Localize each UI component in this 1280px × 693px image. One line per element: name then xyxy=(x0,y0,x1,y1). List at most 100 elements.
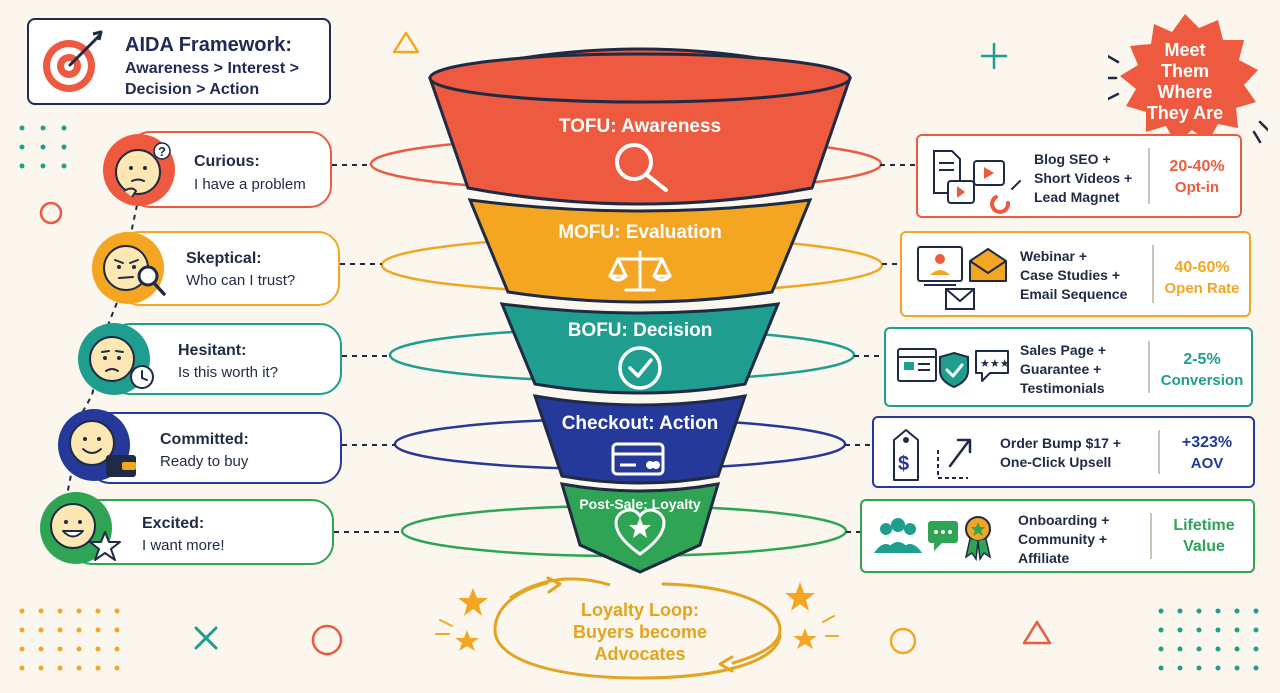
happy-face-wallet-icon xyxy=(58,409,136,481)
tactic-line: Onboarding + xyxy=(1018,512,1110,528)
stage-label-checkout: Checkout: Action xyxy=(561,413,719,434)
tactic-card-bofu: ★★★ Sales Page + Guarantee + Testimonial… xyxy=(884,327,1253,407)
magnifier-icon xyxy=(615,143,668,192)
metric-label: Open Rate xyxy=(1164,280,1240,297)
tactic-divider xyxy=(1148,148,1150,204)
tactic-metric: 40-60% Open Rate xyxy=(1156,257,1248,299)
dot-grid-left xyxy=(19,125,67,169)
persona-text: I have a problem xyxy=(194,176,306,193)
svg-text:?: ? xyxy=(158,144,166,159)
tactic-line: Guarantee + xyxy=(1020,361,1102,377)
persona-text: Who can I trust? xyxy=(186,272,296,289)
badge-line-2: Them xyxy=(1160,61,1209,81)
persona-card-committed: Committed: Ready to buy xyxy=(88,412,342,484)
tactic-line: Testimonials xyxy=(1020,380,1105,396)
funnel-stage-checkout xyxy=(532,394,748,485)
triangle-decoration-bottom xyxy=(1022,620,1052,645)
badge-text: Meet Them Where They Are xyxy=(1135,40,1235,124)
tactic-line: Affiliate xyxy=(1018,550,1070,566)
tactic-line: Webinar + xyxy=(1020,248,1088,264)
metric-value: 40-60% xyxy=(1174,259,1230,276)
framework-title: AIDA Framework: xyxy=(125,34,293,56)
tactic-divider xyxy=(1152,245,1154,303)
stage-label-tofu: TOFU: Awareness xyxy=(558,116,722,137)
tactic-line: Email Sequence xyxy=(1020,286,1128,302)
ring-decoration-bottom xyxy=(311,624,343,656)
tactic-line: One-Click Upsell xyxy=(1000,454,1112,470)
tactic-divider xyxy=(1150,513,1152,559)
tactic-line: Sales Page + xyxy=(1020,342,1107,358)
tactic-card-tofu: Blog SEO + Short Videos + Lead Magnet 20… xyxy=(916,134,1242,218)
tactic-metric: 20-40% Opt-in xyxy=(1154,156,1240,198)
plus-decoration xyxy=(980,42,1008,70)
funnel-stage-tofu xyxy=(428,47,852,206)
credit-card-icon xyxy=(611,442,665,476)
framework-subtitle: Awareness > Interest > Decision > Action xyxy=(125,58,299,100)
loyalty-loop-line-1: Loyalty Loop: xyxy=(581,600,699,620)
checkmark-icon xyxy=(618,346,662,390)
loyalty-loop-line-2: Buyers become xyxy=(572,622,708,642)
star-icon xyxy=(793,628,817,649)
tactic-metric: +323% AOV xyxy=(1162,432,1252,474)
framework-title-box: AIDA Framework: Awareness > Interest > D… xyxy=(27,18,331,105)
persona-text: Is this worth it? xyxy=(178,364,279,381)
webinar-email-icon xyxy=(917,246,1007,310)
content-video-magnet-icon xyxy=(933,150,1021,214)
tactic-metric: Lifetime Value xyxy=(1154,515,1254,557)
heart-star-icon xyxy=(614,508,666,556)
metric-label: Opt-in xyxy=(1174,179,1220,196)
framework-subtitle-line-1: Awareness > Interest > xyxy=(125,60,300,77)
sales-page-shield-review-icon: ★★★ xyxy=(897,348,1010,389)
metric-value: Lifetime xyxy=(1173,517,1235,534)
community-chat-award-icon xyxy=(874,516,992,562)
tactic-line: Short Videos + xyxy=(1034,170,1133,186)
persona-title: Committed: xyxy=(160,431,249,448)
tactic-text: Order Bump $17 + One-Click Upsell xyxy=(1000,434,1121,472)
tactic-line: Community + xyxy=(1018,531,1108,547)
tactic-divider xyxy=(1158,430,1160,474)
tactic-text: Blog SEO + Short Videos + Lead Magnet xyxy=(1034,150,1132,207)
persona-title: Excited: xyxy=(142,515,205,532)
metric-label: Value xyxy=(1183,538,1225,555)
tactic-line: Blog SEO + xyxy=(1034,151,1111,167)
tactic-card-mofu: Webinar + Case Studies + Email Sequence … xyxy=(900,231,1251,317)
persona-text: I want more! xyxy=(142,537,225,554)
tactic-metric: 2-5% Conversion xyxy=(1152,349,1252,391)
dot-grid-bottom-left xyxy=(19,608,120,671)
badge-line-3: Where xyxy=(1157,82,1213,102)
tactic-line: Order Bump $17 + xyxy=(1000,435,1121,451)
hesitant-face-icon xyxy=(78,323,154,395)
tactic-card-checkout: $ Order Bump $17 + One-Click Upsell +323… xyxy=(872,416,1255,488)
triangle-decoration-top xyxy=(392,31,420,54)
dot-grid-bottom-right xyxy=(1158,608,1259,671)
stage-label-bofu: BOFU: Decision xyxy=(567,320,713,341)
tactic-divider xyxy=(1148,341,1150,393)
loyalty-loop-text: Loyalty Loop: Buyers become Advocates xyxy=(560,599,720,665)
ring-decoration xyxy=(39,201,63,225)
persona-text: Ready to buy xyxy=(160,453,249,470)
framework-subtitle-line-2: Decision > Action xyxy=(125,81,260,98)
persona-title: Curious: xyxy=(194,153,260,170)
badge-line-1: Meet xyxy=(1164,40,1206,60)
thinking-face-icon: ? xyxy=(103,134,175,206)
star-icon xyxy=(458,588,488,616)
tactic-text: Webinar + Case Studies + Email Sequence xyxy=(1020,247,1127,304)
target-arrow-icon xyxy=(43,30,103,92)
skeptical-face-icon xyxy=(92,232,166,304)
ring-decoration-bottom-right xyxy=(889,627,917,655)
tactic-text: Sales Page + Guarantee + Testimonials xyxy=(1020,341,1106,398)
persona-title: Hesitant: xyxy=(178,342,247,359)
price-tag-upsell-icon: $ xyxy=(893,429,972,481)
tactic-line: Case Studies + xyxy=(1020,267,1120,283)
persona-title: Skeptical: xyxy=(186,250,262,267)
scales-icon xyxy=(608,250,672,292)
tactic-text: Onboarding + Community + Affiliate xyxy=(1018,511,1109,568)
starburst-badge xyxy=(1108,14,1268,144)
loyalty-loop-line-3: Advocates xyxy=(594,644,686,664)
metric-value: 2-5% xyxy=(1183,351,1221,368)
svg-text:★★★: ★★★ xyxy=(980,358,1010,370)
star-icon xyxy=(785,582,815,611)
